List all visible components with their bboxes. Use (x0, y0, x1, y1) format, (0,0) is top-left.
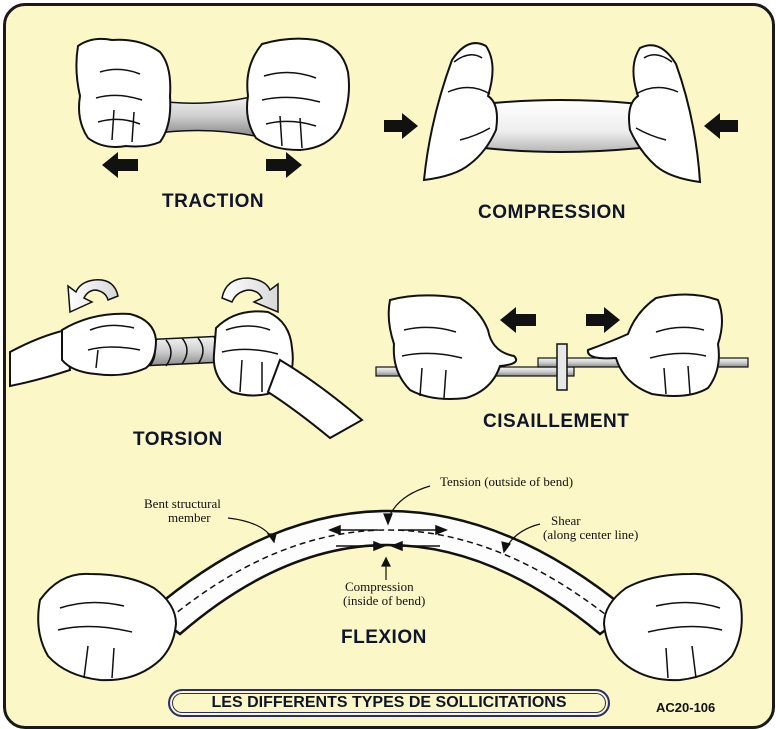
shear-left-hand (387, 294, 518, 400)
shear-right-arrow-icon (586, 307, 620, 333)
torsion-right-arm (266, 358, 364, 440)
compression-cylinder (478, 99, 646, 153)
compression-right-hand (628, 44, 702, 184)
cisaillement-illustration (375, 293, 749, 400)
torsion-left-curl-arrow-icon (67, 279, 119, 314)
flexion-illustration (37, 485, 743, 682)
compression-right-arrow-icon (704, 113, 738, 139)
tension-note: Tension (outside of bend) (440, 474, 574, 489)
member-center-line (169, 529, 611, 619)
shear-note-line1: Shear (551, 513, 581, 528)
compression-label: COMPRESSION (478, 202, 627, 223)
torsion-label: TORSION (133, 429, 223, 450)
compression-note-line2: (inside of bend) (343, 593, 426, 608)
bent-member-note: Bent structural member (144, 497, 221, 525)
reference-code: AC20-106 (656, 700, 716, 715)
flexion-force-arrows (327, 524, 449, 552)
traction-illustration (75, 37, 350, 178)
flexion-label: FLEXION (341, 627, 427, 648)
compression-left-arrow-icon (384, 113, 418, 139)
flexion-leader-lines (227, 485, 541, 580)
traction-left-arrow-icon (102, 152, 138, 178)
shear-bolt (556, 343, 568, 391)
torsion-right-curl-arrow-icon (221, 277, 279, 314)
torsion-left-arm (9, 328, 72, 388)
compression-note-line1: Compression (345, 579, 414, 594)
traction-left-hand (75, 37, 172, 148)
compression-illustration (384, 42, 738, 184)
traction-right-arrow-icon (266, 152, 302, 178)
compression-note: Compression (inside of bend) (343, 580, 425, 608)
cisaillement-label: CISAILLEMENT (483, 411, 630, 432)
diagram-caption: LES DIFFERENTS TYPES DE SOLLICITATIONS (168, 689, 610, 717)
shear-note-line2: (along center line) (543, 527, 639, 542)
compression-left-hand (422, 42, 498, 182)
traction-right-hand (246, 37, 350, 152)
shear-right-hand (586, 293, 723, 397)
shear-left-arrow-icon (500, 307, 536, 333)
torsion-left-hand (61, 312, 158, 377)
traction-label: TRACTION (162, 191, 265, 212)
bent-member-note-line1: Bent structural (144, 496, 221, 511)
bent-member-note-line2: member (168, 510, 211, 525)
shear-note: Shear (along center line) (543, 514, 638, 542)
torsion-illustration (9, 277, 364, 440)
